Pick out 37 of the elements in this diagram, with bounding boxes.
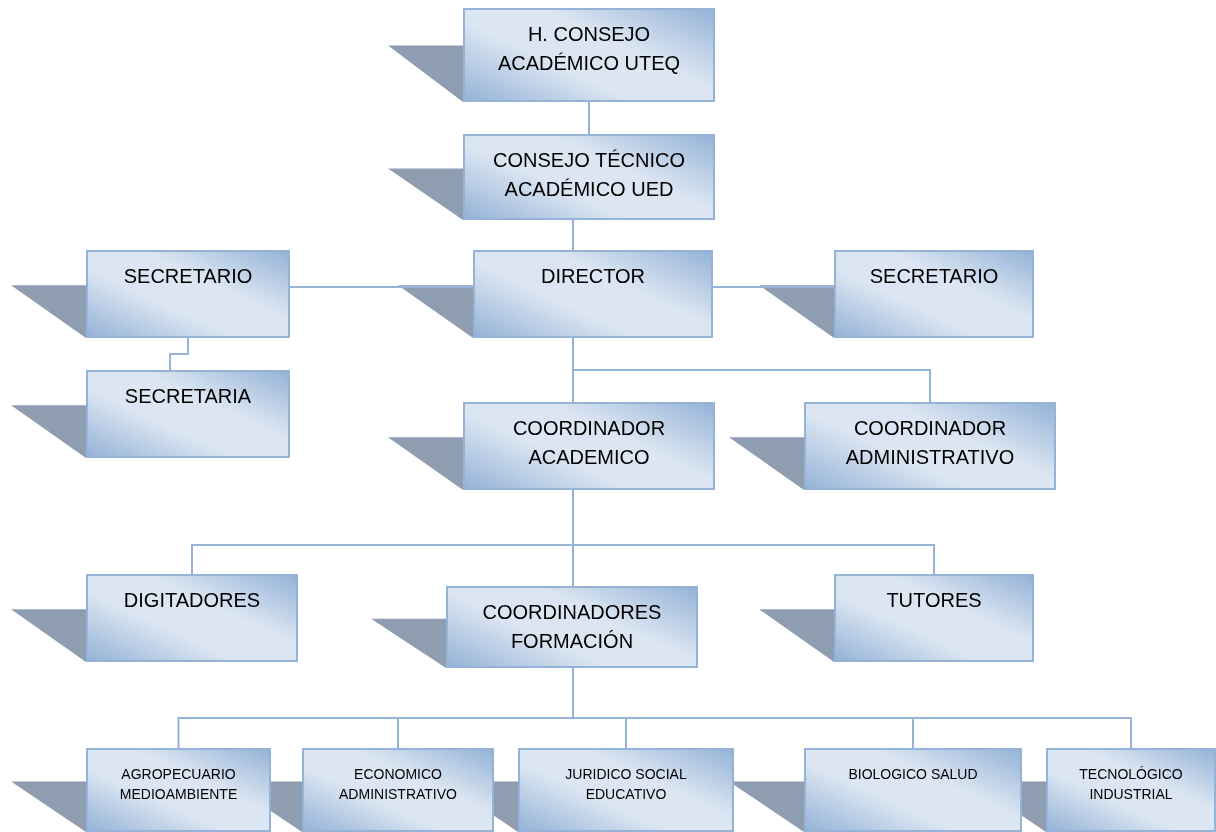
- org-box: [302, 748, 494, 832]
- org-box: [804, 402, 1056, 490]
- box-label: DIRECTOR: [540, 264, 646, 289]
- box-label: SECRETARIO: [869, 264, 999, 289]
- box-label: DIGITADORES: [123, 588, 261, 613]
- org-box: [86, 574, 298, 662]
- org-box: [834, 574, 1034, 662]
- org-box: [446, 586, 698, 668]
- org-box: [86, 370, 290, 458]
- org-box: [834, 250, 1034, 338]
- connector-line: [289, 286, 474, 288]
- org-box: [518, 748, 734, 832]
- org-box: [86, 250, 290, 338]
- connector-line: [712, 286, 835, 288]
- connector-line: [572, 219, 574, 251]
- org-box: [1046, 748, 1216, 832]
- box-label: SECRETARIO: [123, 264, 253, 289]
- connector-line: [169, 337, 189, 371]
- box-label: COORDINADOR ACADEMICO: [511, 416, 667, 470]
- org-box: [473, 250, 713, 338]
- box-label: ECONOMICO ADMINISTRATIVO: [338, 765, 458, 805]
- org-box: [804, 748, 1022, 832]
- box-label: SECRETARIA: [124, 384, 252, 409]
- box-label: BIOLOGICO SALUD: [848, 765, 978, 784]
- box-label: H. CONSEJO ACADÉMICO UTEQ: [496, 22, 682, 76]
- org-box: [463, 134, 715, 220]
- connector-line: [588, 101, 590, 135]
- box-label: TUTORES: [886, 588, 982, 613]
- org-box: [86, 748, 271, 832]
- box-label: COORDINADORES FORMACIÓN: [481, 600, 663, 654]
- box-label: CONSEJO TÉCNICO ACADÉMICO UED: [492, 148, 686, 202]
- box-label: JURIDICO SOCIAL EDUCATIVO: [564, 765, 688, 805]
- org-box: [463, 402, 715, 490]
- box-label: AGROPECUARIO MEDIOAMBIENTE: [118, 765, 239, 805]
- box-label: TECNOLÓGICO INDUSTRIAL: [1078, 765, 1184, 805]
- box-label: COORDINADOR ADMINISTRATIVO: [844, 416, 1016, 470]
- org-box: [463, 8, 715, 102]
